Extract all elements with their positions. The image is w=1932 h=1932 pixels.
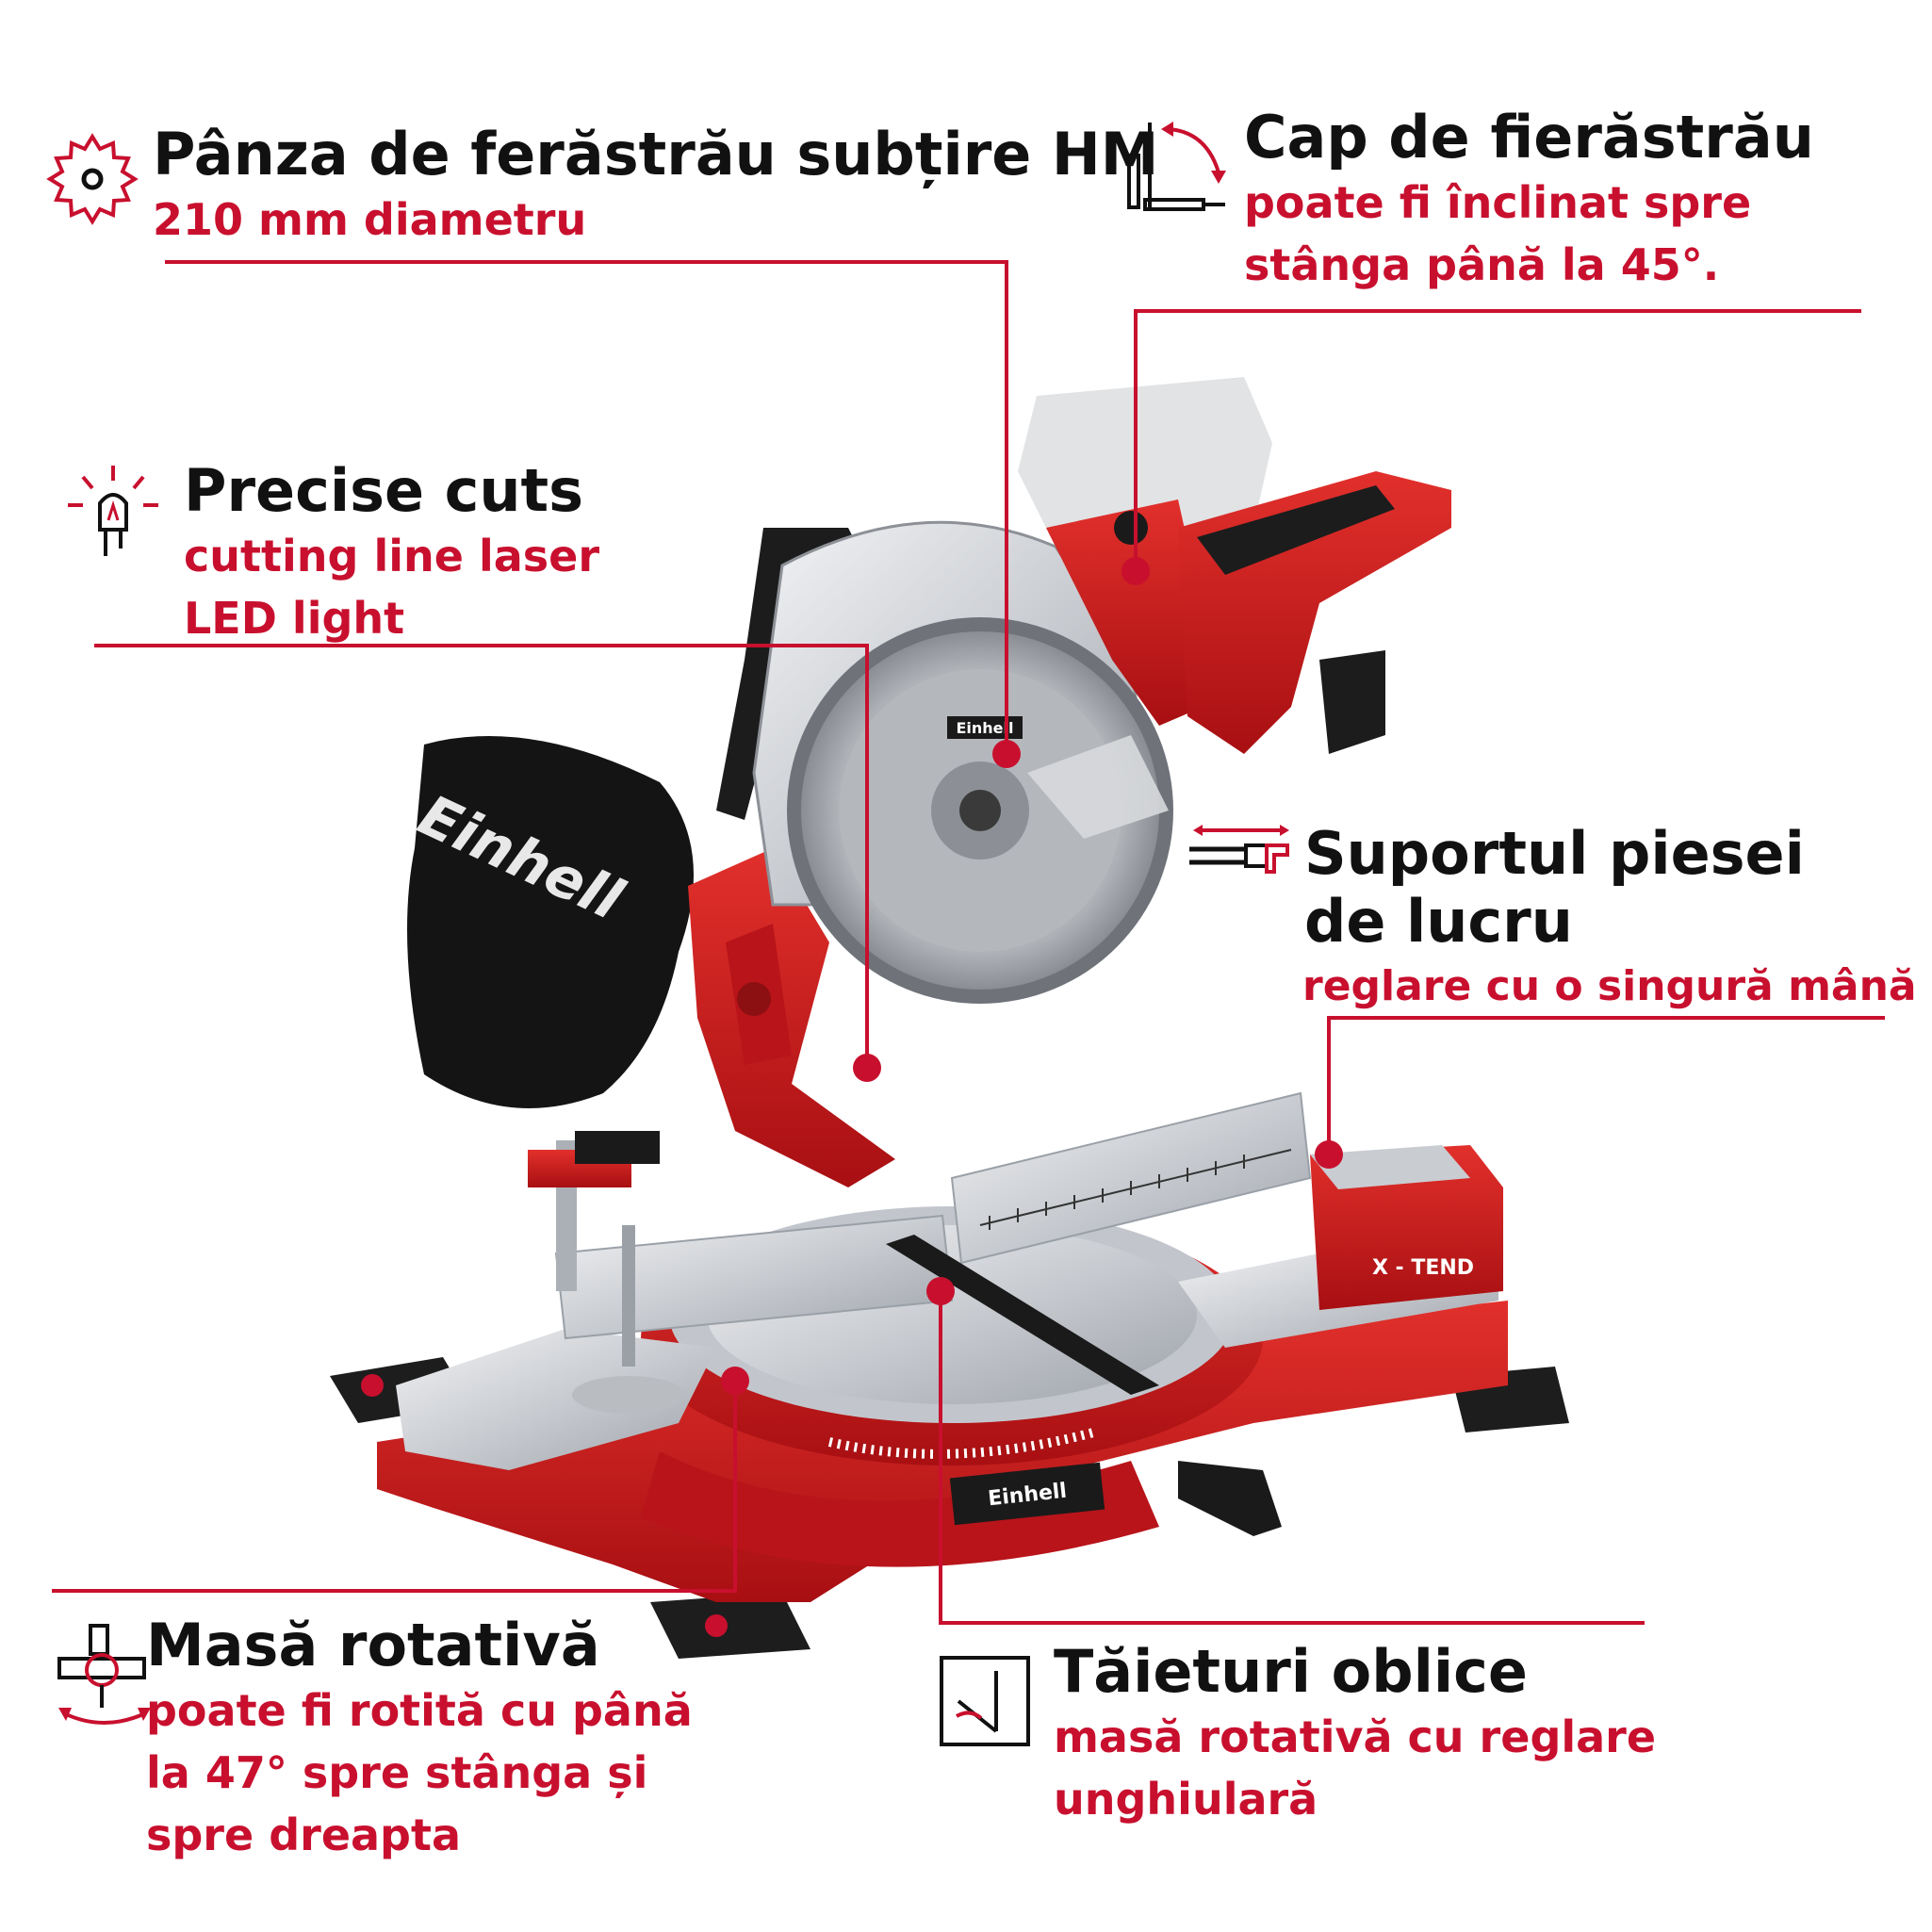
- workpiece-support-icon: [1189, 825, 1289, 874]
- rotating-table-icon: [57, 1624, 151, 1725]
- feature-head-line-1: poate fi înclinat spre: [1244, 177, 1752, 228]
- feature-support-title-2: de lucru: [1304, 887, 1573, 956]
- workpiece-clamp: [528, 1131, 685, 1414]
- feature-head-title: Cap de fierăstrău: [1244, 103, 1814, 172]
- feature-table-line-1: poate fi rotită cu până: [146, 1685, 693, 1736]
- work-tables: [396, 1145, 1503, 1470]
- feature-support-note: reglare cu o singură mână: [1302, 956, 1917, 1018]
- feature-laser-line-2: LED light: [184, 593, 405, 644]
- feature-laser-line-1: cutting line laser: [184, 531, 600, 581]
- feature-table-line-2: la 47° spre stânga și: [146, 1747, 648, 1798]
- saw-blade: Einhell: [787, 617, 1173, 1004]
- callout-dots: [721, 557, 1343, 1395]
- saw-blade-icon: [46, 133, 139, 225]
- feature-support: Suportul piesei de lucru: [1304, 820, 1805, 956]
- feature-laser: Precise cuts cutting line laser LED ligh…: [184, 457, 599, 649]
- feature-bevel-line-2: unghiulară: [1054, 1774, 1318, 1825]
- tilt-angle-icon: [1127, 122, 1226, 211]
- feature-table-line-3: spre dreapta: [146, 1809, 462, 1860]
- bevel-angle-icon: [940, 1656, 1030, 1746]
- feature-head-line-2: stânga până la 45°.: [1244, 239, 1720, 290]
- feature-blade-title: Pânza de ferăstrău subțire HM: [153, 120, 1159, 188]
- miter-adjust-handle: [1178, 1461, 1282, 1536]
- xtend-label: X - TEND: [1372, 1256, 1474, 1280]
- motor-housing: [1027, 471, 1451, 839]
- callout-lines: [52, 260, 1885, 1625]
- base-badge: Einhell: [949, 1462, 1105, 1526]
- dust-bag: Einhell: [407, 736, 694, 1108]
- fence: [554, 1091, 1312, 1340]
- feature-laser-title: Precise cuts: [184, 456, 584, 525]
- blade-brand-text: Einhell: [956, 719, 1013, 737]
- feature-table-title: Masă rotativă: [146, 1611, 600, 1679]
- feature-bevel-title: Tăieturi oblice: [1054, 1637, 1528, 1706]
- feature-bevel-line-1: masă rotativă cu reglare: [1054, 1711, 1657, 1762]
- feature-support-title-1: Suportul piesei: [1304, 819, 1805, 888]
- feature-bevel: Tăieturi oblice masă rotativă cu reglare…: [1054, 1638, 1656, 1830]
- saw-arm: [688, 848, 895, 1187]
- feature-head: Cap de fierăstrău poate fi înclinat spre…: [1244, 104, 1814, 296]
- laser-light-icon: [68, 466, 158, 556]
- bevel-arm: [886, 1235, 1159, 1395]
- feature-blade: Pânza de ferăstrău subțire HM 210 mm dia…: [153, 121, 1159, 251]
- feature-table: Masă rotativă poate fi rotită cu până la…: [146, 1612, 693, 1866]
- feature-support-subtitle: reglare cu o singură mână: [1302, 962, 1917, 1010]
- feature-blade-subtitle: 210 mm diametru: [153, 194, 587, 245]
